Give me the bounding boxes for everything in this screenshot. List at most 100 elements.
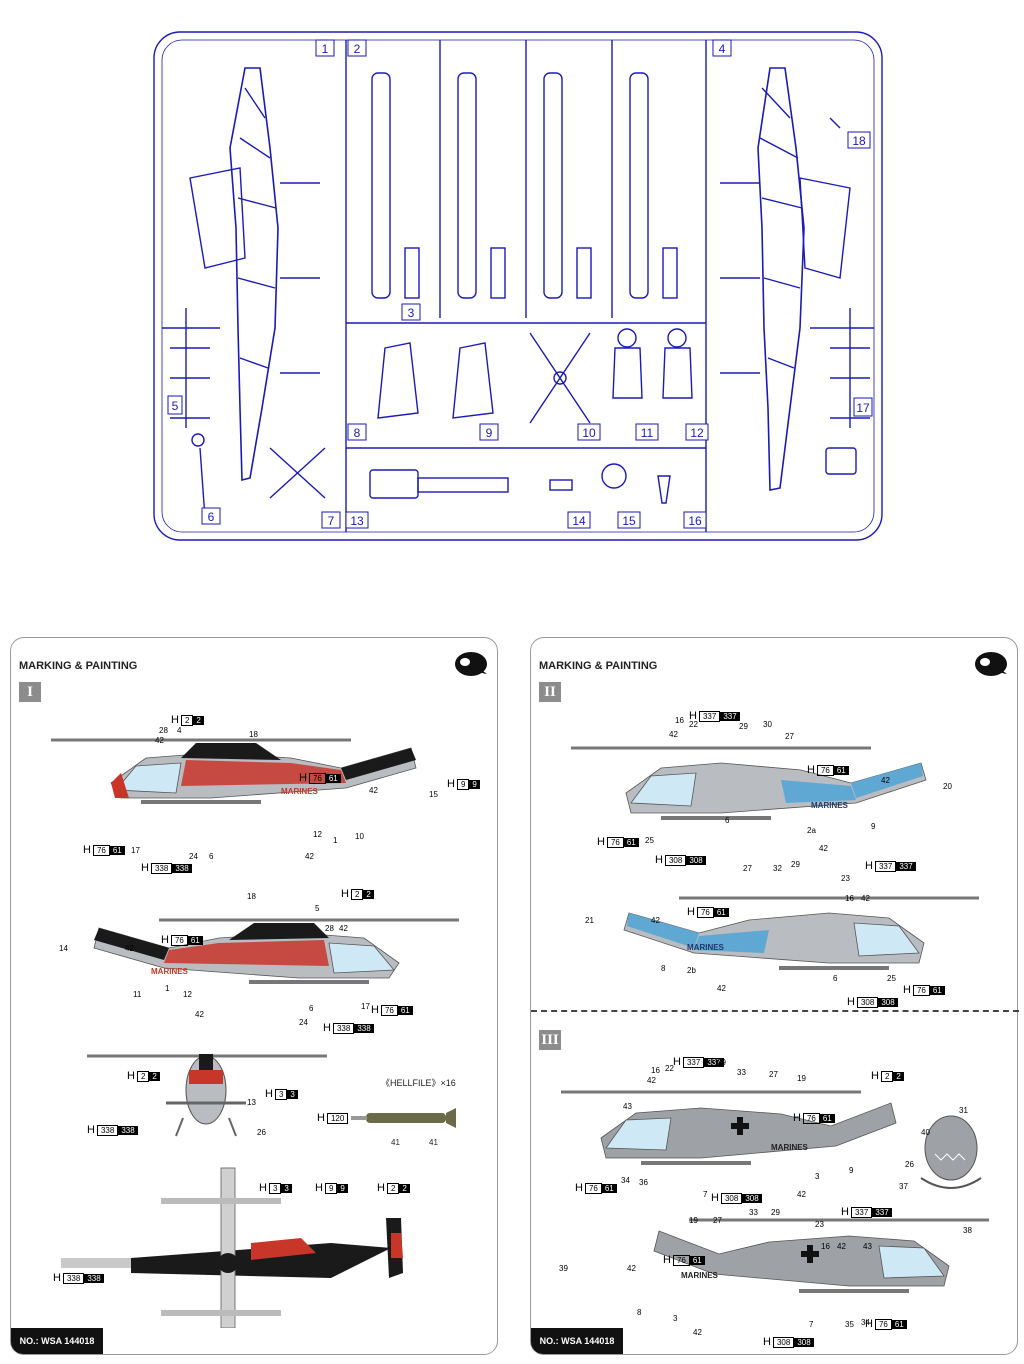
callout-number: 34 xyxy=(621,1176,630,1185)
callout-number: 42 xyxy=(693,1328,702,1337)
helo-view-2 xyxy=(92,918,461,986)
callout-number: 16 xyxy=(651,1066,660,1075)
callout-number: 3 xyxy=(673,1314,678,1323)
painting-diagrams-i: MARINES MARINES xyxy=(49,738,461,1328)
callout-number: 10 xyxy=(355,832,364,841)
part-11: 11 xyxy=(641,426,654,440)
part-4: 4 xyxy=(719,42,726,56)
part-5: 5 xyxy=(172,399,179,413)
product-number: NO.: WSA 144018 xyxy=(531,1328,623,1354)
sprue-diagram: 1 2 3 4 5 6 7 8 9 10 11 12 13 14 15 16 1… xyxy=(153,31,883,541)
callout-number: 17 xyxy=(361,1002,370,1011)
callout-number: 42 xyxy=(195,1010,204,1019)
part-10: 10 xyxy=(582,426,596,440)
callout-number: 6 xyxy=(725,816,730,825)
callout-number: 3 xyxy=(815,1172,820,1181)
hellfire-missile xyxy=(351,1108,456,1128)
part-12: 12 xyxy=(690,426,704,440)
section-badge-i: I xyxy=(19,682,41,702)
callout-number: 25 xyxy=(645,836,654,845)
callout-number: 42 xyxy=(125,944,134,953)
callout-number: 16 xyxy=(845,894,854,903)
part-2: 2 xyxy=(354,42,361,56)
callout-number: 39 xyxy=(559,1264,568,1273)
callout-number: 28 xyxy=(325,924,334,933)
callout-number: 16 xyxy=(675,716,684,725)
marking-panel-left: MARKING & PAINTING I MARINES xyxy=(10,637,498,1355)
section-divider xyxy=(531,1010,1019,1012)
part-6: 6 xyxy=(208,510,215,524)
callout-number: 26 xyxy=(257,1128,266,1137)
callout-number: 6 xyxy=(209,852,214,861)
callout-number: 40 xyxy=(921,1128,930,1137)
panel-title: MARKING & PAINTING xyxy=(539,660,658,672)
callout-number: 33 xyxy=(749,1208,758,1217)
callout-number: 27 xyxy=(713,1216,722,1225)
callout-number: 41 xyxy=(391,1138,400,1147)
helo-iii-front xyxy=(920,1115,982,1189)
callout-number: 27 xyxy=(769,1070,778,1079)
callout-number: 2a xyxy=(807,826,816,835)
part-16: 16 xyxy=(688,514,702,528)
part-18: 18 xyxy=(852,134,866,148)
section-badge-iii: III xyxy=(539,1030,561,1050)
callout-number: 15 xyxy=(429,790,438,799)
callout-number: 26 xyxy=(905,1160,914,1169)
callout-number: 36 xyxy=(639,1178,648,1187)
callout-number: 42 xyxy=(819,844,828,853)
callout-number: 7 xyxy=(703,1190,708,1199)
callout-number: 5 xyxy=(315,904,320,913)
helo-top-view xyxy=(61,1167,403,1328)
part-17: 17 xyxy=(856,401,870,415)
callout-number: 42 xyxy=(155,736,164,745)
part-1: 1 xyxy=(322,42,329,56)
callout-number: 21 xyxy=(585,916,594,925)
callout-number: 6 xyxy=(309,1004,314,1013)
callout-number: 7 xyxy=(809,1320,814,1329)
brand-logo xyxy=(455,652,487,676)
callout-number: 2b xyxy=(687,966,696,975)
callout-number: 14 xyxy=(59,944,68,953)
callout-number: 27 xyxy=(785,732,794,741)
callout-number: 9 xyxy=(849,1166,854,1175)
callout-number: 1 xyxy=(333,836,338,845)
hellfire-label: 《HELLFILE》×16 xyxy=(381,1078,456,1088)
callout-number: 42 xyxy=(339,924,348,933)
helo-view-1: MARINES xyxy=(49,738,418,806)
marines-text: MARINES xyxy=(281,787,319,796)
callout-number: 34 xyxy=(861,1318,870,1327)
callout-number: 29 xyxy=(739,722,748,731)
callout-number: 23 xyxy=(841,874,850,883)
callout-number: 24 xyxy=(189,852,198,861)
fuselage-left xyxy=(229,67,279,482)
callout-number: 42 xyxy=(797,1190,806,1199)
fuselage-right xyxy=(757,67,805,491)
callout-number: 18 xyxy=(247,892,256,901)
part-15: 15 xyxy=(622,514,636,528)
helo-iii-view-2 xyxy=(653,1218,989,1293)
callout-number: 29 xyxy=(717,1058,726,1067)
callout-number: 42 xyxy=(669,730,678,739)
callout-number: 41 xyxy=(429,1138,438,1147)
callout-number: 12 xyxy=(313,830,322,839)
callout-number: 22 xyxy=(665,1064,674,1073)
callout-number: 42 xyxy=(861,894,870,903)
callout-number: 17 xyxy=(131,846,140,855)
callout-number: 1 xyxy=(165,984,170,993)
